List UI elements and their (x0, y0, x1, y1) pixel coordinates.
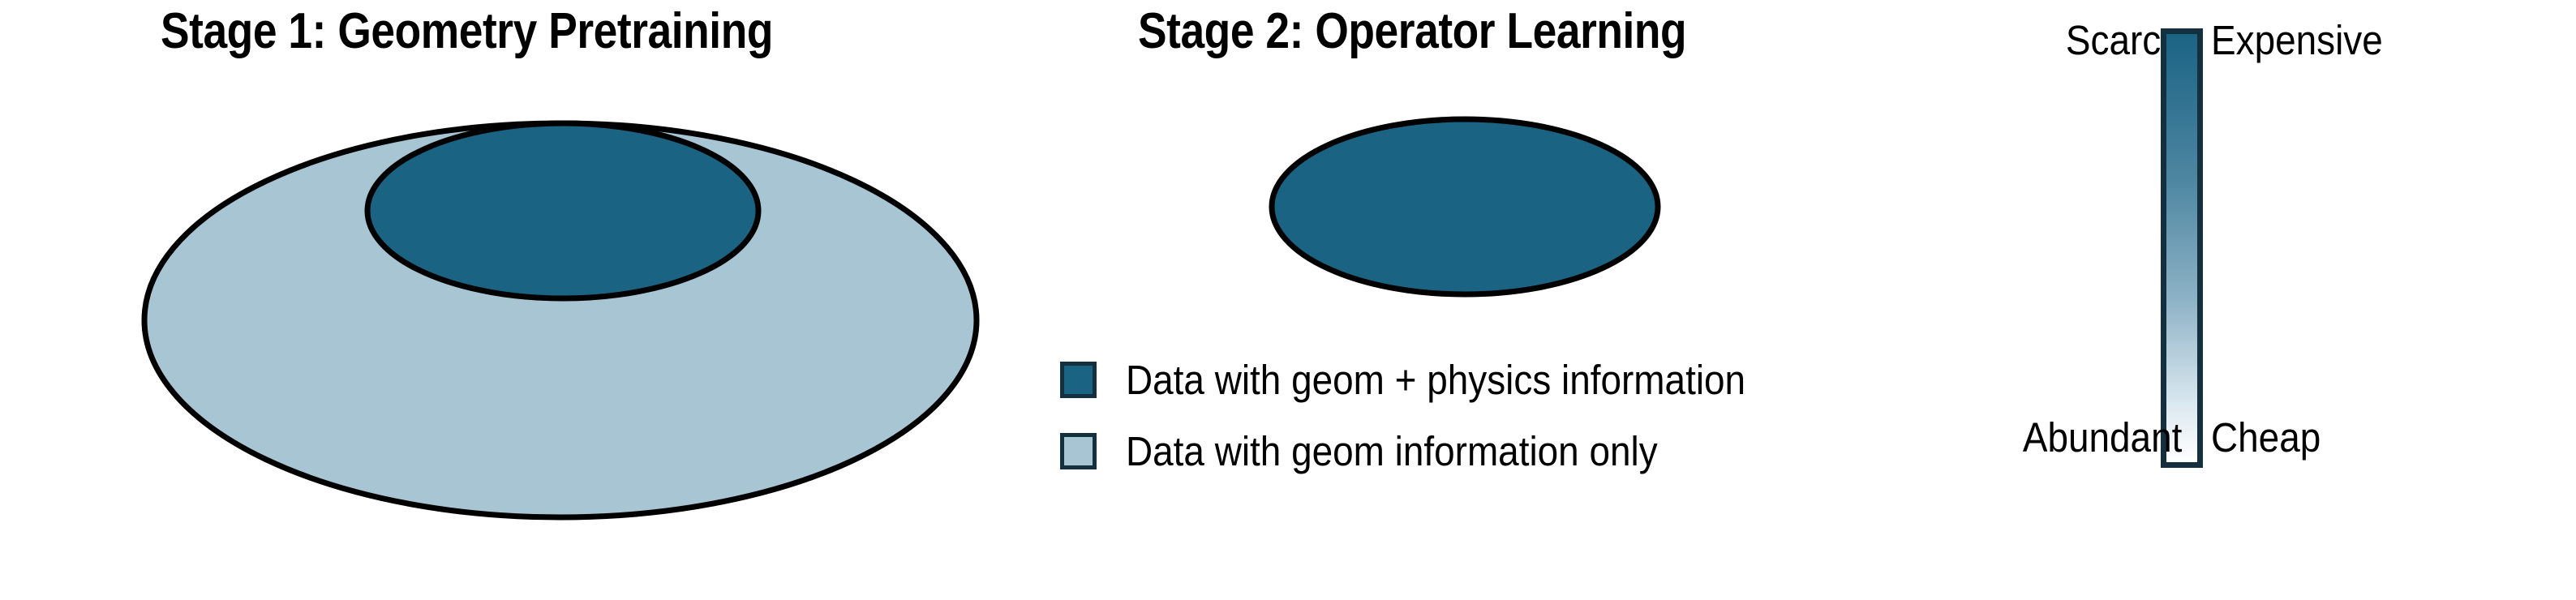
colorbar-group: Scarce Expensive Abundant Cheap (1971, 16, 2555, 478)
legend-item-geom-physics: Data with geom + physics information (1060, 344, 1920, 415)
legend-item-geom-only: Data with geom information only (1060, 415, 1920, 486)
stage1-geom-physics-ellipse (364, 120, 762, 302)
legend-swatch-geom-only (1060, 432, 1097, 469)
legend: Data with geom + physics information Dat… (1060, 344, 1920, 486)
colorbar-label-cheap: Cheap (2211, 414, 2321, 461)
legend-swatch-geom-physics (1060, 361, 1097, 398)
colorbar-label-abundant: Abundant (2022, 414, 2182, 461)
legend-label-geom-physics: Data with geom + physics information (1126, 356, 1746, 403)
panel-title-stage2: Stage 2: Operator Learning (1138, 3, 1687, 59)
stage2-geom-physics-ellipse (1269, 116, 1661, 298)
panel-title-stage1: Stage 1: Geometry Pretraining (161, 3, 773, 59)
colorbar-gradient-bar (2161, 28, 2203, 468)
colorbar-label-expensive: Expensive (2211, 17, 2383, 63)
legend-label-geom-only: Data with geom information only (1126, 427, 1658, 474)
